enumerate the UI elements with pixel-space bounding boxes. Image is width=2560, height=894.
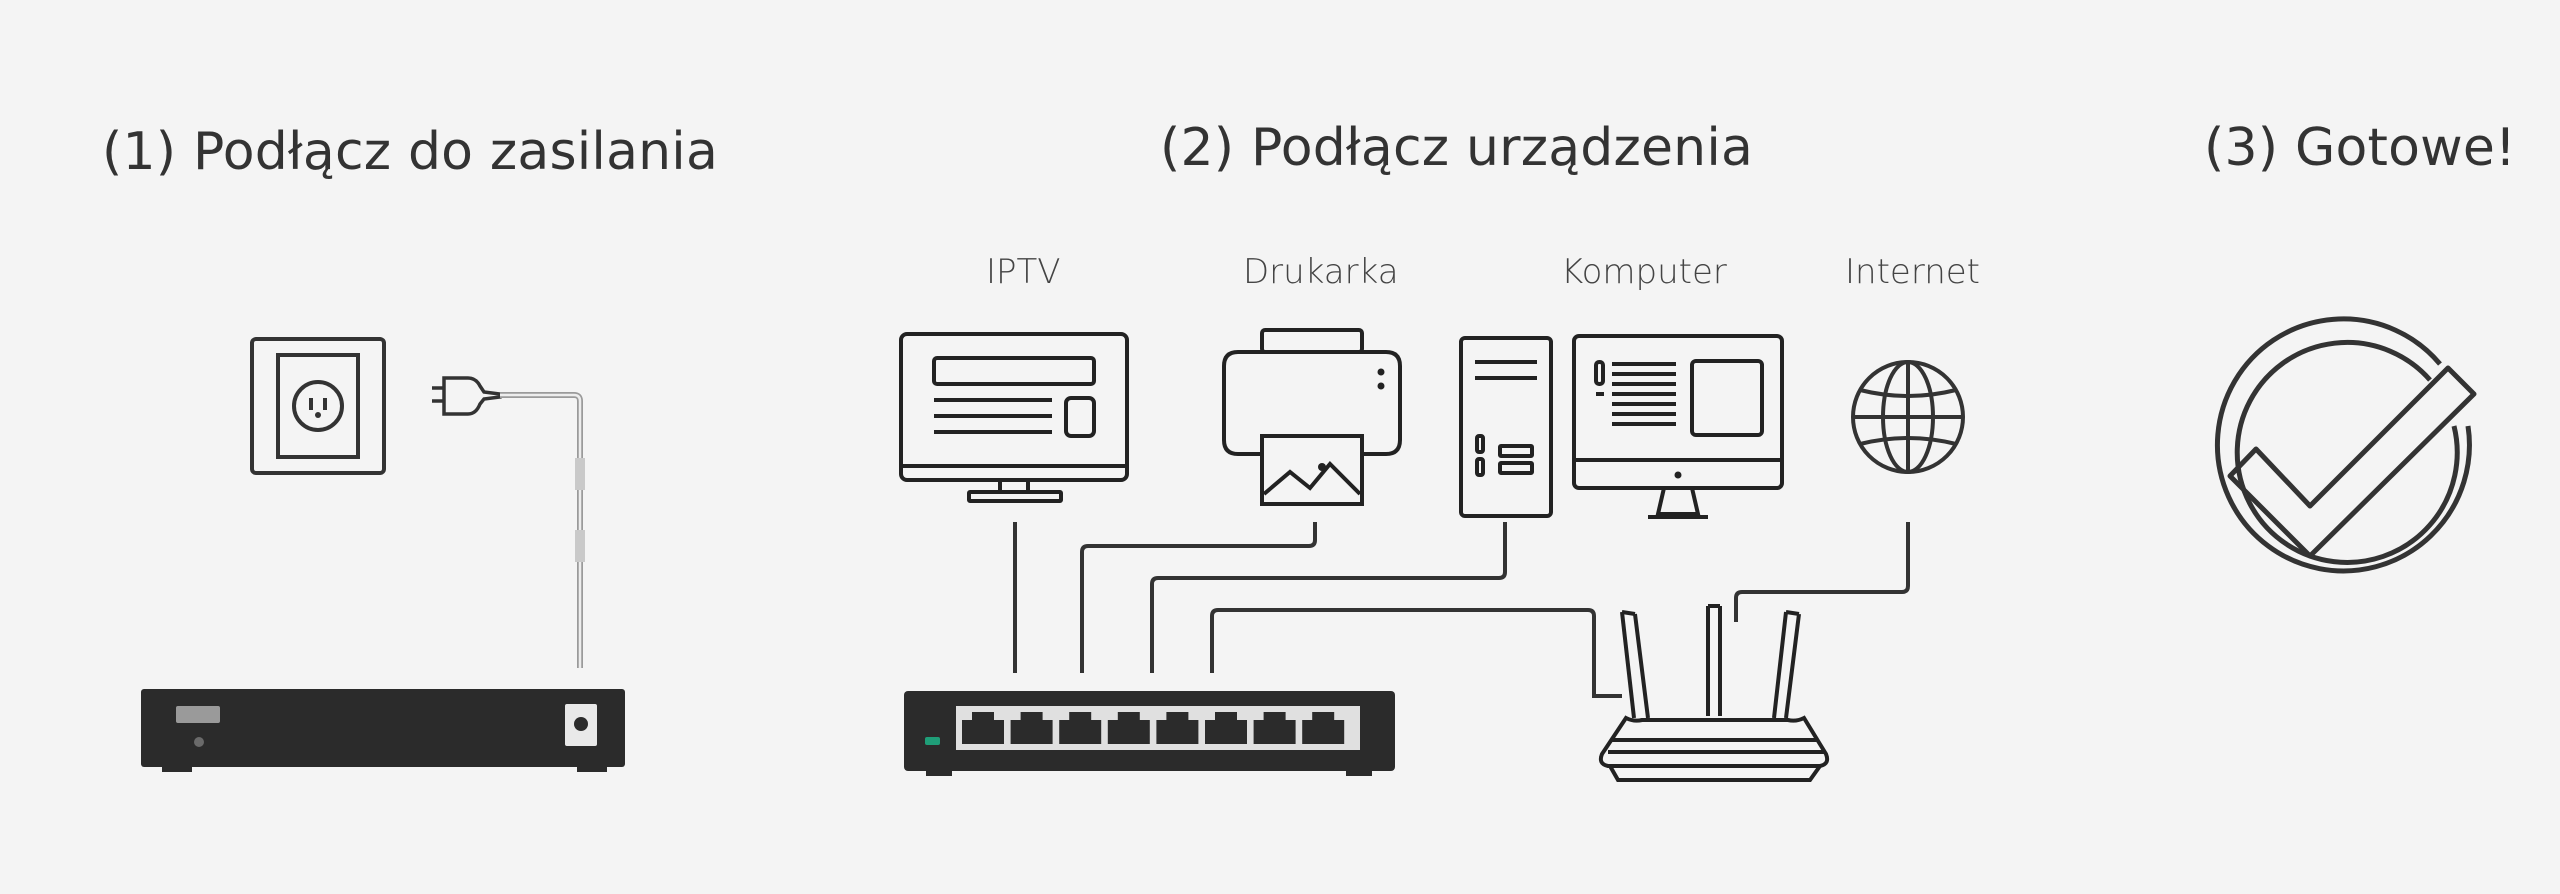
printer-icon: [1222, 328, 1402, 506]
rj45-port: [1253, 712, 1296, 744]
rj45-port: [1302, 712, 1345, 744]
rj45-port: [1107, 712, 1150, 744]
rj45-port: [962, 712, 1004, 744]
rj45-port: [1059, 712, 1102, 744]
tv-icon: [899, 332, 1129, 503]
switch-icon: [904, 691, 1395, 776]
rj45-port: [1205, 712, 1247, 744]
check-circle-icon: [2214, 316, 2477, 574]
step-3-title: (3) Gotowe!: [2204, 118, 2517, 178]
power-switch-icon: [141, 689, 625, 772]
power-outlet-icon: [250, 337, 386, 475]
rj45-port: [1010, 712, 1053, 744]
globe-icon: [1851, 360, 1965, 474]
router-icon: [1598, 604, 1830, 782]
rj45-port: [1156, 712, 1199, 744]
power-cable: [500, 392, 585, 668]
internet-label: Internet: [1845, 252, 1981, 292]
pc-tower-icon: [1459, 336, 1553, 518]
power-plug-icon: [432, 376, 502, 416]
monitor-icon: [1572, 334, 1784, 519]
ethernet-cables: [1013, 522, 1910, 698]
computer-label: Komputer: [1561, 252, 1727, 292]
step-2-title: (2) Podłącz urządzenia: [1160, 118, 1754, 178]
step-1-title: (1) Podłącz do zasilania: [102, 122, 719, 182]
iptv-label: IPTV: [986, 252, 1061, 292]
printer-label: Drukarka: [1243, 252, 1399, 292]
